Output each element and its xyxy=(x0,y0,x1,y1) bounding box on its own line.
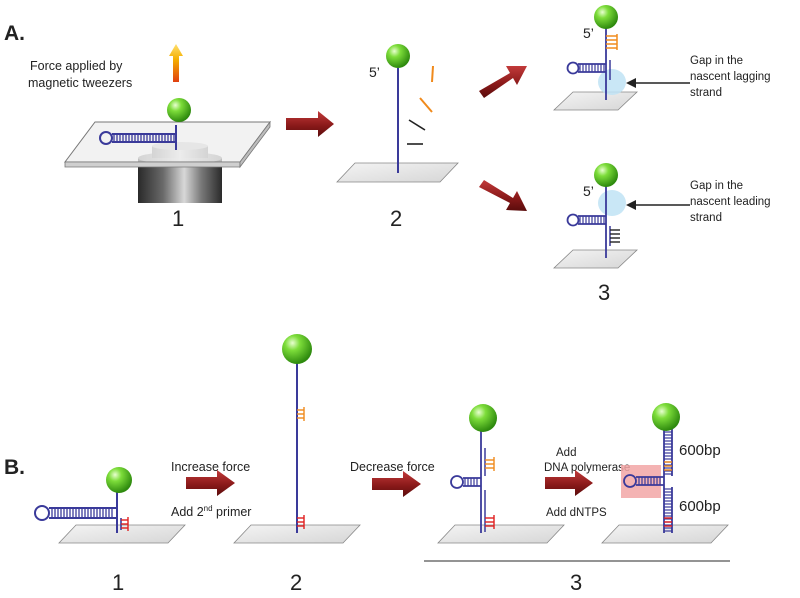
magnetic-bead-a1 xyxy=(167,98,191,122)
gap-lagging-line1: Gap in the xyxy=(690,55,743,67)
dna-fork-a3-top xyxy=(566,26,618,100)
primer-fragments-a2 xyxy=(407,65,434,145)
five-prime-a3-bottom: 5’ xyxy=(583,183,594,199)
pointer-arrowhead-leading xyxy=(626,200,636,210)
arrow-b1-to-b2 xyxy=(186,470,235,496)
glass-slide-b1 xyxy=(58,524,186,544)
dna-hairpin-b1 xyxy=(34,492,129,533)
glass-slide-a3-top xyxy=(552,91,639,111)
magnetic-bead-b3a xyxy=(469,404,497,432)
polymerase-highlight xyxy=(621,465,661,498)
force-label-line2: magnetic tweezers xyxy=(28,76,132,90)
step-b1-number: 1 xyxy=(112,570,124,595)
add-primer-label: Add 2nd primer xyxy=(171,504,251,519)
add-primer-sup: nd xyxy=(204,504,213,513)
arrow-b2-to-b3 xyxy=(372,471,421,497)
gap-leading-line2: nascent leading xyxy=(690,196,771,208)
gap-leading-line1: Gap in the xyxy=(690,180,743,192)
arrow-a1-to-a2 xyxy=(286,111,334,137)
primer-red-b2 xyxy=(297,515,305,529)
add-primer-suffix: primer xyxy=(213,505,252,519)
panel-b-label: B. xyxy=(4,456,25,479)
magnetic-bead-a3-bottom xyxy=(594,163,618,187)
gap-leading-line3: strand xyxy=(690,212,722,224)
add-dntps-label: Add dNTPS xyxy=(546,507,607,519)
glass-slide-b3a xyxy=(437,524,565,544)
glass-slide-b3b xyxy=(601,524,729,544)
bp-top-label: 600bp xyxy=(679,442,721,459)
pointer-arrowhead-lagging xyxy=(626,78,636,88)
step-a1-number: 1 xyxy=(172,206,184,231)
glass-slide-b2 xyxy=(233,524,361,544)
primer-orange-b2 xyxy=(297,407,305,421)
dna-polymerase-label: DNA polymerase xyxy=(544,462,630,474)
step-b3-number: 3 xyxy=(570,570,582,595)
bp-bottom-label: 600bp xyxy=(679,498,721,515)
five-prime-a2: 5’ xyxy=(369,64,380,80)
step-b2-number: 2 xyxy=(290,570,302,595)
arrow-b3a-to-b3b xyxy=(545,470,593,496)
gap-lagging-line2: nascent lagging xyxy=(690,71,771,83)
add-label: Add xyxy=(556,447,576,459)
arrow-a2-to-a3-top xyxy=(479,66,527,98)
gap-lagging-highlight xyxy=(598,69,626,95)
magnetic-bead-b2 xyxy=(282,334,312,364)
magnetic-bead-a3-top xyxy=(594,5,618,29)
five-prime-a3-top: 5’ xyxy=(583,25,594,41)
increase-force-label: Increase force xyxy=(171,460,250,474)
gap-leading-highlight xyxy=(598,190,626,216)
add-primer-prefix: Add 2 xyxy=(171,505,204,519)
magnetic-bead-a2 xyxy=(386,44,410,68)
dna-fork-a3-bottom xyxy=(566,180,620,258)
force-arrow-icon xyxy=(169,44,183,82)
gap-lagging-line3: strand xyxy=(690,87,722,99)
magnetic-bead-b3b xyxy=(652,403,680,431)
magnetic-bead-b1 xyxy=(106,467,132,493)
dna-hairpin-a1 xyxy=(99,125,177,150)
decrease-force-label: Decrease force xyxy=(350,460,435,474)
force-label-line1: Force applied by xyxy=(30,59,123,73)
glass-slide-a3-bottom xyxy=(552,249,639,269)
step-a3-number: 3 xyxy=(598,280,610,305)
arrow-a2-to-a3-bottom xyxy=(479,180,527,211)
step-a2-number: 2 xyxy=(390,206,402,231)
dna-fork-b3a xyxy=(450,424,495,533)
dna-fork-b3b xyxy=(623,426,673,533)
panel-a-label: A. xyxy=(4,22,25,45)
